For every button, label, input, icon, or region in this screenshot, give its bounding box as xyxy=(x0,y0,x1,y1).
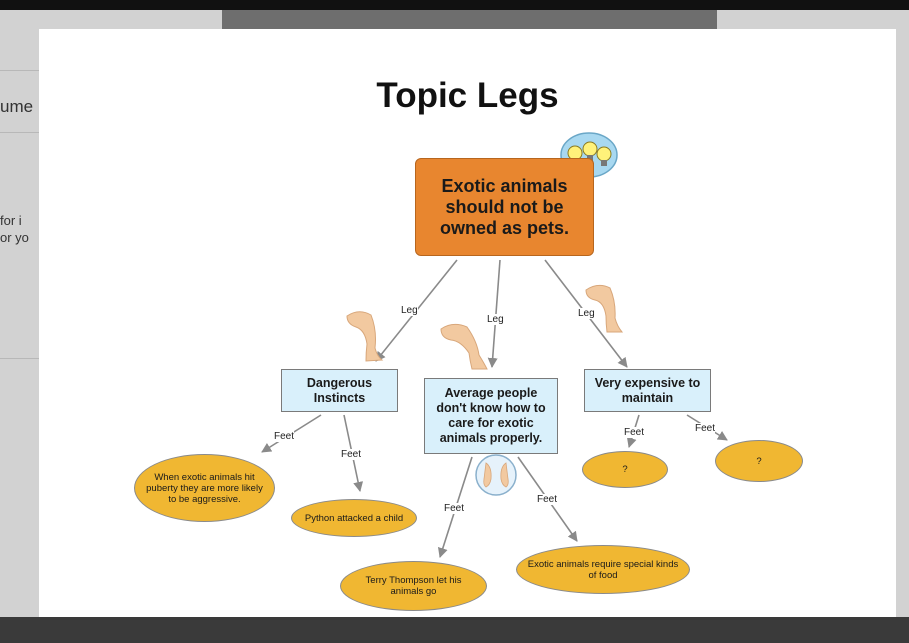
leg-icon xyxy=(585,284,624,333)
foot-oval: ? xyxy=(715,440,803,482)
leg-label: Leg xyxy=(401,305,418,316)
divider xyxy=(0,358,40,359)
background-text: for i xyxy=(0,213,22,228)
foot-oval: ? xyxy=(582,451,668,488)
divider xyxy=(0,132,40,133)
feet-icon xyxy=(475,454,517,496)
image-viewer-modal: Topic Legs Exotic animals should not be … xyxy=(39,29,896,617)
leg-box-3: Very expensive to maintain xyxy=(584,369,711,412)
top-bar xyxy=(0,0,909,10)
leg-icon xyxy=(440,323,488,370)
foot-oval: When exotic animals hit puberty they are… xyxy=(134,454,275,522)
foot-oval: Terry Thompson let his animals go xyxy=(340,561,487,611)
feet-label: Feet xyxy=(624,427,645,438)
leg-box-1: Dangerous Instincts xyxy=(281,369,398,412)
leg-box-2: Average people don't know how to care fo… xyxy=(424,378,558,454)
leg-label: Leg xyxy=(578,308,595,319)
feet-label: Feet xyxy=(274,431,295,442)
leg-label: Leg xyxy=(487,314,504,325)
feet-label: Feet xyxy=(341,449,362,460)
foot-oval: Exotic animals require special kinds of … xyxy=(516,545,690,594)
background-text: or yo xyxy=(0,230,29,245)
feet-label: Feet xyxy=(537,494,558,505)
leg-icon xyxy=(346,311,384,362)
feet-label: Feet xyxy=(444,503,465,514)
foot-oval: Python attacked a child xyxy=(291,499,417,537)
divider xyxy=(0,70,40,71)
diagram-title: Topic Legs xyxy=(376,76,559,115)
main-topic-box: Exotic animals should not be owned as pe… xyxy=(415,158,594,256)
feet-label: Feet xyxy=(695,423,716,434)
notification-banner xyxy=(222,10,717,32)
background-text: ume xyxy=(0,97,34,116)
bottom-bar xyxy=(0,617,909,643)
